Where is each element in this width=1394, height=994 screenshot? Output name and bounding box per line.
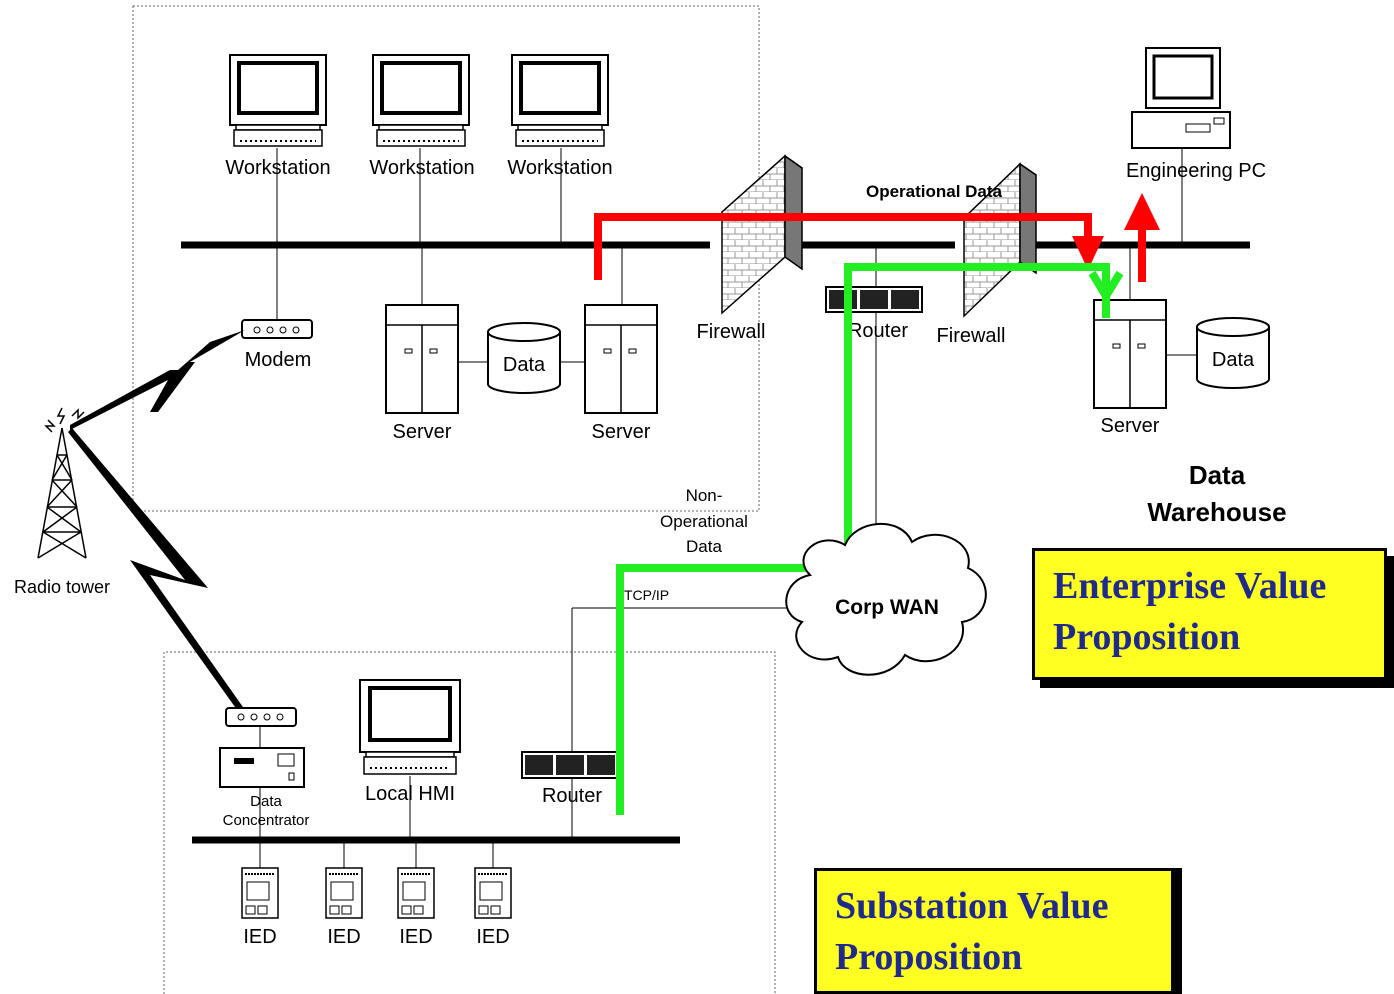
data-concentrator-label: Concentrator	[223, 812, 310, 829]
non-operational-data-label: Data	[686, 537, 722, 556]
data-concentrator-label: Data	[250, 793, 282, 810]
router-bottom[interactable]: Router	[521, 751, 619, 807]
enterprise-value-line2: Proposition	[1053, 616, 1241, 659]
router-top[interactable]: Router	[825, 286, 923, 342]
engineering-pc[interactable]: Engineering PC	[1126, 47, 1266, 182]
server-label: Server	[1101, 415, 1160, 437]
ied-label: IED	[399, 926, 432, 948]
network-buses	[181, 241, 1250, 844]
control-center-boundary	[132, 5, 760, 512]
substation-value-proposition-box: Substation Value Proposition	[814, 868, 1174, 994]
ied-4[interactable]: IED	[474, 867, 512, 948]
operational-data-label: Operational Data	[866, 182, 1003, 201]
data-concentrator[interactable]: Data Concentrator	[219, 747, 310, 829]
data-store-label: Data	[1212, 349, 1255, 371]
firewall-label: Firewall	[697, 321, 766, 343]
non-operational-data-label: Operational	[660, 512, 748, 531]
substation-value-line2: Proposition	[835, 936, 1023, 979]
router-label: Router	[848, 320, 908, 342]
router-label: Router	[542, 785, 602, 807]
data-warehouse-label: Data	[1189, 460, 1246, 490]
workstation-label: Workstation	[507, 157, 612, 179]
enterprise-value-line1: Enterprise Value	[1053, 565, 1327, 607]
corp-wan-cloud[interactable]: Corp WAN	[785, 522, 987, 676]
ied-label: IED	[327, 926, 360, 948]
server-3[interactable]: Server	[1093, 299, 1167, 437]
data-store-2[interactable]: Data	[1196, 317, 1270, 389]
tcp-ip-label: TCP/IP	[624, 587, 669, 603]
ied-3[interactable]: IED	[397, 867, 435, 948]
substation-value-line1: Substation Value	[835, 885, 1109, 927]
radio-tower[interactable]	[37, 407, 87, 559]
radio-tower-label: Radio tower	[14, 577, 110, 597]
corp-wan-label: Corp WAN	[835, 596, 939, 619]
modem-bottom[interactable]	[225, 707, 297, 727]
non-operational-data-path	[616, 263, 1124, 815]
server-1[interactable]: Server	[385, 304, 459, 443]
ied-label: IED	[476, 926, 509, 948]
engineering-pc-label: Engineering PC	[1126, 160, 1266, 182]
workstation-1[interactable]: Workstation	[225, 54, 331, 179]
radio-link-top	[70, 330, 245, 430]
ied-label: IED	[243, 926, 276, 948]
operational-data-path	[594, 193, 1160, 282]
firewall-label: Firewall	[937, 325, 1006, 347]
enterprise-value-proposition-box: Enterprise Value Proposition	[1032, 548, 1387, 680]
local-hmi-label: Local HMI	[365, 783, 455, 805]
workstation-label: Workstation	[369, 157, 474, 179]
local-hmi[interactable]: Local HMI	[359, 679, 461, 805]
firewall-1[interactable]: Firewall	[697, 154, 804, 343]
server-label: Server	[592, 421, 651, 443]
workstation-label: Workstation	[225, 157, 330, 179]
radio-link-bottom	[68, 428, 245, 714]
firewall-2[interactable]: Firewall	[937, 162, 1038, 347]
ied-2[interactable]: IED	[325, 867, 363, 948]
data-store-1[interactable]: Data	[487, 322, 561, 394]
modem-label: Modem	[245, 349, 312, 371]
data-warehouse-label: Warehouse	[1147, 497, 1286, 527]
ied-1[interactable]: IED	[241, 867, 279, 948]
connector-lines	[259, 148, 1197, 868]
workstation-3[interactable]: Workstation	[507, 54, 613, 179]
data-store-label: Data	[503, 354, 546, 376]
server-2[interactable]: Server	[584, 304, 658, 443]
server-label: Server	[393, 421, 452, 443]
modem-top[interactable]: Modem	[241, 319, 313, 371]
substation-boundary	[163, 651, 776, 994]
non-operational-data-label: Non-	[686, 486, 723, 505]
workstation-2[interactable]: Workstation	[369, 54, 475, 179]
